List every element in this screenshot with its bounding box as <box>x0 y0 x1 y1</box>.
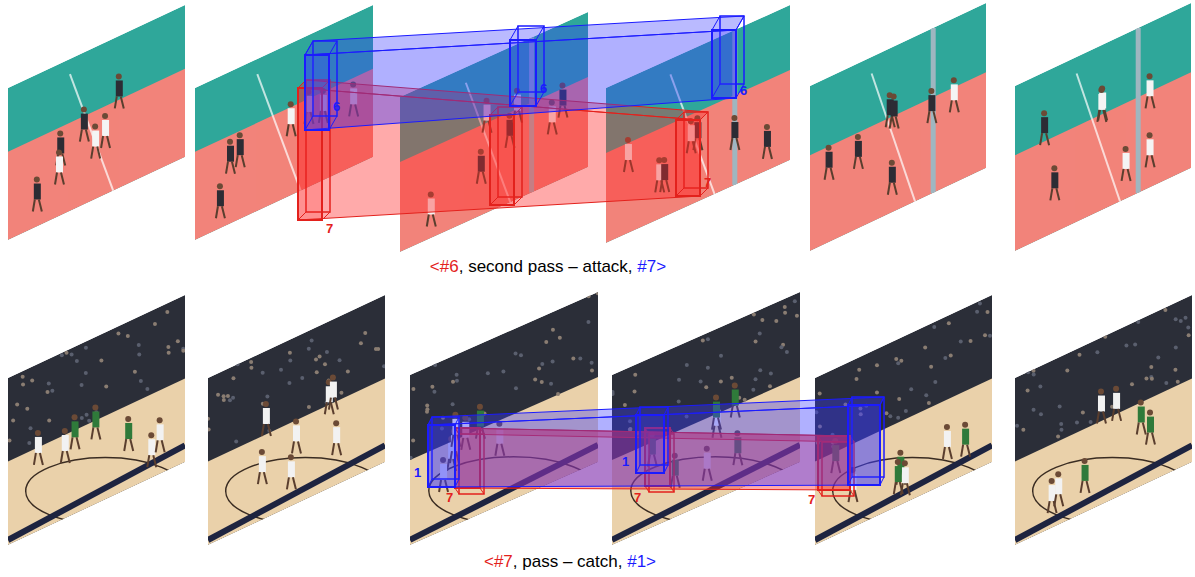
callout-number: 7 <box>326 222 333 235</box>
video-frame <box>1015 3 1191 251</box>
caption-part: > <box>656 257 666 276</box>
caption-part: #1 <box>627 552 646 571</box>
caption-part: #7 <box>494 552 513 571</box>
callout-number: 7 <box>634 491 641 504</box>
track-tube <box>305 16 744 130</box>
video-frame <box>810 3 986 251</box>
caption-part: < <box>430 257 440 276</box>
caption-line: <#6, second pass – attack, #7> <box>430 257 666 277</box>
caption-part: , second pass – attack, <box>459 257 638 276</box>
callout-number: 6 <box>740 84 747 97</box>
callout-number: 1 <box>622 455 629 468</box>
video-frame <box>1015 295 1192 545</box>
callout-number: 7 <box>704 176 711 189</box>
callout-number: 7 <box>446 491 453 504</box>
track-tube <box>428 397 884 487</box>
caption-part: , pass – catch, <box>513 552 627 571</box>
caption-line: <#7, pass – catch, #1> <box>484 552 656 572</box>
callout-number: 1 <box>414 466 421 479</box>
caption-part: #7 <box>637 257 656 276</box>
video-frame <box>8 5 185 240</box>
caption-part: #6 <box>440 257 459 276</box>
caption-part: > <box>646 552 656 571</box>
caption-part: < <box>484 552 494 571</box>
callout-number: 6 <box>540 82 547 95</box>
video-frame <box>206 295 386 545</box>
video-frame <box>7 295 185 545</box>
callout-number: 6 <box>333 100 340 113</box>
callout-number: 7 <box>808 493 815 506</box>
